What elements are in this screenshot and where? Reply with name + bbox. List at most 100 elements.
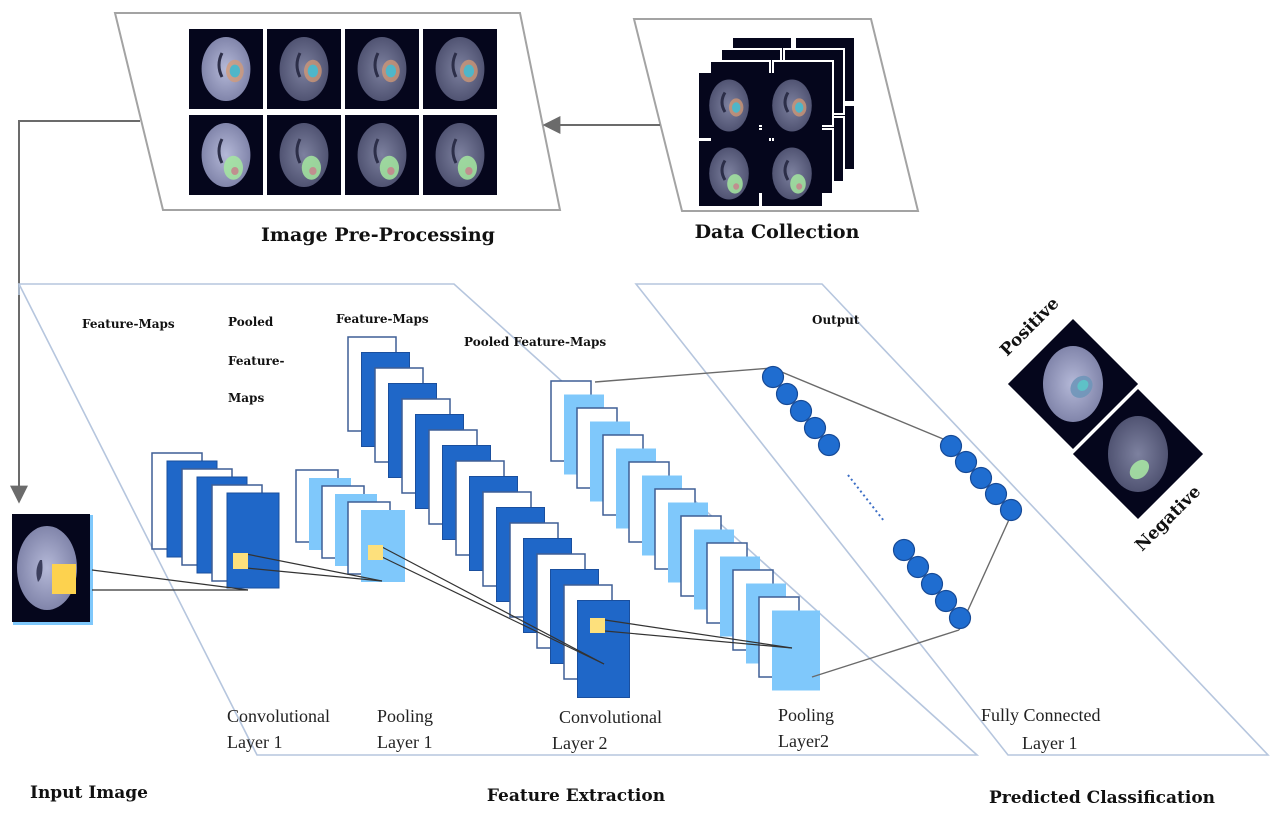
conv2-feature-maps [347, 336, 630, 698]
tumor-core [732, 102, 741, 113]
receptive-field-lines [91, 546, 793, 665]
ventricle [783, 159, 790, 181]
tumor-core [733, 183, 740, 190]
fc1-label-line1: Fully Connected [981, 705, 1101, 725]
neuron [984, 482, 1008, 506]
brain-shape [709, 79, 749, 132]
conv1-label-line1: Convolutional [227, 706, 330, 726]
preprocessed-mri-image [423, 29, 497, 109]
annotation-pooled-2: Pooled Feature-Maps [464, 335, 606, 349]
brain-shape [279, 123, 329, 187]
preprocessed-mri-image [423, 115, 497, 195]
annotation-pooled-1b: Feature- [228, 354, 284, 368]
input-kernel-window [52, 564, 76, 594]
ventricle [295, 138, 302, 164]
pool1-label-line1: Pooling [377, 706, 433, 726]
preprocessed-mri-image [189, 29, 263, 109]
collected-mri-image [699, 141, 759, 206]
arrow-preprocessing-to-input [10, 120, 140, 504]
preprocessed-mri-image [189, 115, 263, 195]
input-image [12, 514, 93, 625]
brain-shape [709, 147, 749, 200]
fc-ellipsis [847, 474, 885, 522]
ventricle [217, 52, 224, 78]
neuron [761, 365, 785, 389]
pool2-label-line1: Pooling [778, 705, 834, 725]
brain-shape [201, 37, 251, 101]
conv2-kernel [590, 618, 605, 633]
collected-mri-image [699, 73, 759, 138]
tumor-core [795, 102, 804, 113]
conv2-label-line2: Layer 2 [552, 733, 607, 753]
neuron [954, 450, 978, 474]
preprocessing-label: Image Pre-Processing [261, 224, 495, 246]
brain-shape [357, 37, 407, 101]
data-collection-label: Data Collection [695, 221, 860, 243]
pool1-kernel [368, 545, 383, 560]
pool2-feature-maps [550, 380, 820, 691]
neuron [939, 434, 963, 458]
annotation-feature-maps-1: Feature-Maps [82, 317, 175, 331]
input-image-label: Input Image [30, 783, 148, 803]
tumor-core [309, 167, 317, 175]
annotation-feature-maps-2: Feature-Maps [336, 312, 429, 326]
predicted-classification-label: Predicted Classification [989, 788, 1215, 808]
preprocessed-mri-image [267, 115, 341, 195]
feature-map [577, 600, 630, 698]
neuron [775, 382, 799, 406]
tumor-core [465, 167, 473, 175]
output-positive-image [1007, 318, 1139, 450]
ventricle [720, 159, 727, 181]
ventricle [217, 138, 224, 164]
neuron [969, 466, 993, 490]
preprocessed-mri-image [345, 115, 419, 195]
brain-shape [279, 37, 329, 101]
neuron [789, 399, 813, 423]
ventricle [295, 52, 302, 78]
conv1-feature-maps [151, 452, 280, 589]
ventricle [720, 91, 727, 113]
brain-shape [435, 123, 485, 187]
neuron [948, 606, 972, 630]
tumor-core [463, 64, 475, 78]
brain-shape [772, 147, 812, 200]
neuron [999, 498, 1023, 522]
conv2-label-line1: Convolutional [559, 707, 662, 727]
preprocessed-mri-image [267, 29, 341, 109]
fc-neurons [761, 365, 1023, 630]
feature-extraction-panel [17, 283, 980, 756]
preprocessed-mri-image [345, 29, 419, 109]
tumor-core [307, 64, 319, 78]
conv1-kernel [233, 553, 248, 569]
ventricle [783, 91, 790, 113]
feature-map [772, 610, 820, 691]
output-negative-image [1072, 388, 1204, 520]
brain-shape [435, 37, 485, 101]
collected-mri-image [762, 141, 822, 206]
tumor-core [385, 64, 397, 78]
neuron [906, 555, 930, 579]
ventricle [373, 138, 380, 164]
brain-shape [201, 123, 251, 187]
ventricle [451, 138, 458, 164]
tumor-core [229, 64, 241, 78]
pool1-label-line2: Layer 1 [377, 732, 432, 752]
neuron [934, 589, 958, 613]
conv1-label-line2: Layer 1 [227, 732, 282, 752]
feature-extraction-label: Feature Extraction [487, 786, 665, 806]
fc1-label-line2: Layer 1 [1022, 733, 1077, 753]
feature-map [226, 492, 280, 589]
data-collection-image-stack [699, 36, 856, 206]
annotation-output: Output [812, 313, 860, 327]
ventricle [451, 52, 458, 78]
neuron [817, 433, 841, 457]
ventricle [373, 52, 380, 78]
neuron [803, 416, 827, 440]
annotation-pooled-1: Pooled [228, 315, 274, 329]
neuron [892, 538, 916, 562]
tumor-core [387, 167, 395, 175]
annotation-pooled-1c: Maps [228, 391, 264, 405]
pool1-feature-maps [295, 469, 405, 582]
fully-connected-panel [634, 283, 1270, 756]
